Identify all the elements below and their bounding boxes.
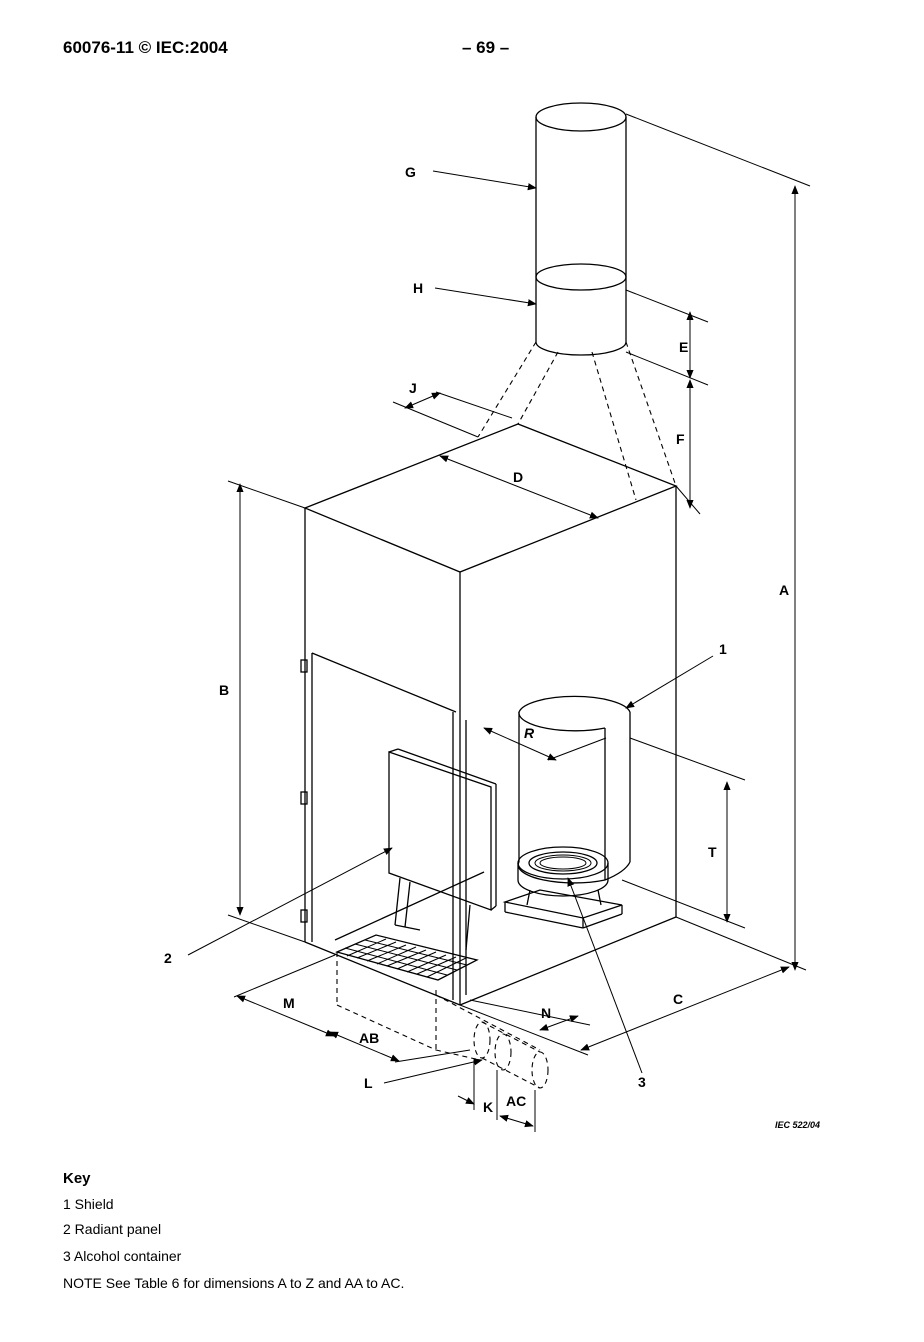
label-k: K: [483, 1099, 493, 1115]
figure-note: NOTE See Table 6 for dimensions A to Z a…: [63, 1275, 405, 1291]
alcohol-container: [502, 846, 623, 929]
label-h: H: [413, 280, 423, 296]
key-item-shield: 1 Shield: [63, 1196, 114, 1212]
key-item-alcohol-container: 3 Alcohol container: [63, 1248, 182, 1264]
page-number: – 69 –: [462, 38, 510, 57]
label-j: J: [409, 380, 417, 396]
leader-lines: [187, 170, 714, 1084]
label-ab: AB: [359, 1030, 379, 1046]
document-reference: 60076-11 © IEC:2004: [63, 38, 228, 57]
label-e: E: [679, 339, 688, 355]
label-3: 3: [638, 1074, 646, 1090]
label-f: F: [676, 431, 685, 447]
air-inlet-duct: [473, 1021, 549, 1089]
grate: [335, 934, 541, 1061]
label-c: C: [673, 991, 683, 1007]
shield: [517, 695, 631, 884]
label-1: 1: [719, 641, 727, 657]
figure-reference-code: IEC 522/04: [775, 1120, 820, 1130]
chimney: [535, 102, 627, 356]
label-d: D: [513, 469, 523, 485]
radiant-panel: [388, 748, 497, 951]
label-l: L: [364, 1075, 373, 1091]
label-g: G: [405, 164, 416, 180]
key-title: Key: [63, 1170, 91, 1187]
label-n: N: [541, 1005, 551, 1021]
label-2: 2: [164, 950, 172, 966]
label-t: T: [708, 844, 717, 860]
label-a: A: [779, 582, 789, 598]
label-m: M: [283, 995, 295, 1011]
cabinet: [300, 423, 678, 1006]
label-ac: AC: [506, 1093, 526, 1109]
dimension-lines: [227, 113, 811, 1132]
hood: [477, 341, 677, 501]
figure-labels: A B C D E F G H J K L M N R T AB AC 1 2 …: [164, 164, 820, 1130]
label-r: R: [524, 725, 535, 741]
key-item-radiant-panel: 2 Radiant panel: [63, 1221, 162, 1237]
label-b: B: [219, 682, 229, 698]
